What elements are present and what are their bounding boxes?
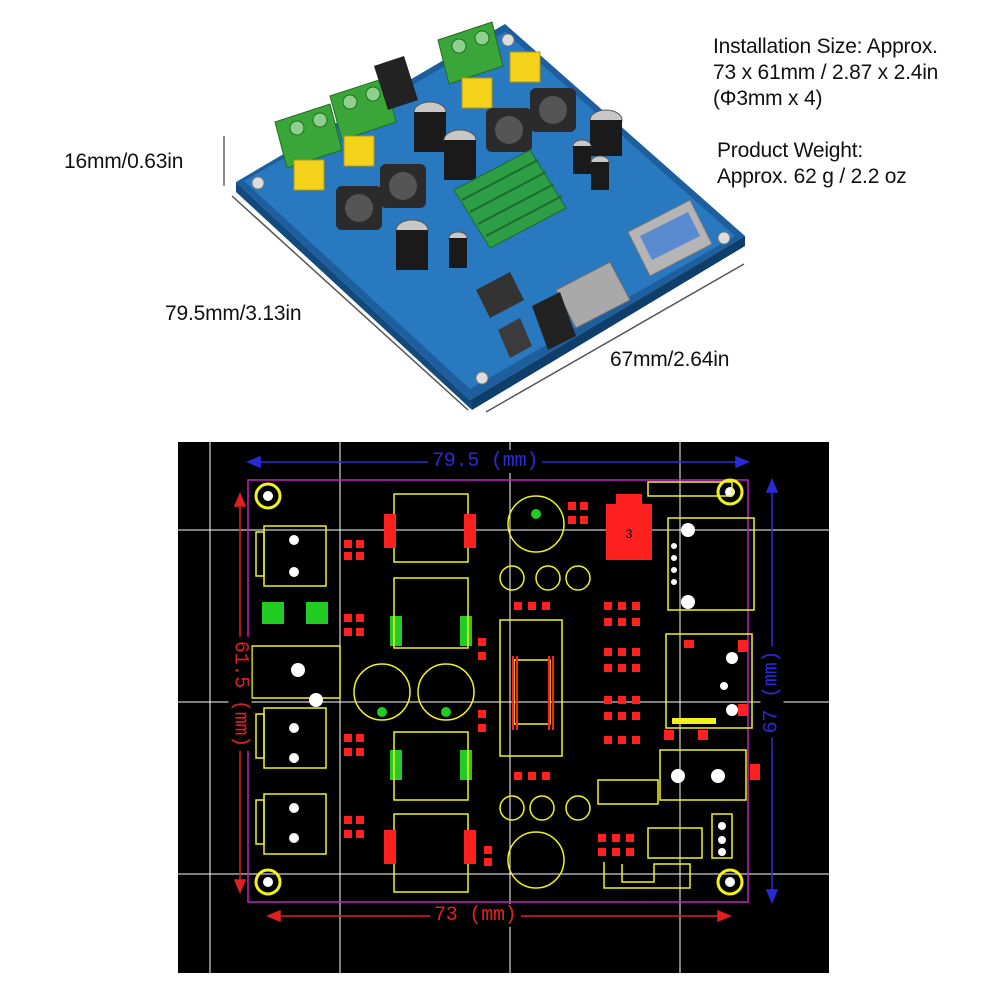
pcb-mount-holes [254, 478, 744, 896]
yellow-capacitors [293, 51, 541, 191]
width-dimension-line [485, 263, 745, 413]
bluetooth-chip [476, 272, 524, 318]
left-dimension-label: 61.5 (mm) [228, 636, 252, 752]
pcb-layout-drawing: 3 [178, 442, 829, 973]
right-dimension-label: 67 (mm) [760, 646, 784, 738]
pcb-terminal-pads [289, 535, 323, 843]
usb-yellow-bar [672, 718, 716, 724]
mount-hole [501, 33, 515, 47]
bottom-dimension-label: 73 (mm) [430, 904, 521, 927]
screw-terminals [274, 21, 504, 169]
pcb-small-capacitors [499, 565, 591, 821]
grid-lines [178, 442, 829, 973]
product-photo [223, 21, 745, 413]
pcb-inductors [393, 493, 469, 893]
usb-port [627, 199, 713, 277]
dc-power-jack [374, 56, 418, 110]
component-marker: 3 [626, 527, 633, 541]
installation-size-line-2: 73 x 61mm / 2.87 x 2.4in [713, 61, 939, 84]
electrolytic-capacitors [395, 101, 623, 270]
inductors [336, 88, 576, 230]
width-dimension-label: 67mm/2.64in [610, 348, 730, 371]
installation-size-line-1: Installation Size: Approx. [713, 35, 938, 58]
audio-jack [532, 292, 576, 350]
ir-receiver [498, 318, 532, 358]
pcb-connectors [597, 481, 755, 889]
length-dimension-line [231, 195, 469, 411]
pcb-terminal-blocks [251, 525, 341, 855]
length-dimension-label: 79.5mm/3.13in [165, 302, 302, 325]
product-weight-value: Approx. 62 g / 2.2 oz [717, 165, 907, 188]
mount-hole [475, 371, 489, 385]
green-pads [262, 509, 541, 780]
pcb-connector-pads [671, 523, 738, 856]
installation-size-line-3: (Φ3mm x 4) [713, 87, 823, 110]
pcb-large-capacitors [353, 495, 565, 889]
height-dimension-label: 16mm/0.63in [64, 150, 184, 173]
red-smd-pads [344, 502, 708, 866]
top-dimension-label: 79.5 (mm) [428, 450, 543, 473]
heatsink [453, 149, 567, 249]
voltage-regulator: 3 [606, 494, 652, 560]
product-weight-label: Product Weight: [717, 139, 864, 162]
mount-hole [251, 176, 265, 190]
sd-card-slot [555, 261, 631, 329]
main-chip [499, 619, 563, 757]
pcb-connector-red-pads [684, 640, 760, 780]
mount-hole [717, 231, 731, 245]
